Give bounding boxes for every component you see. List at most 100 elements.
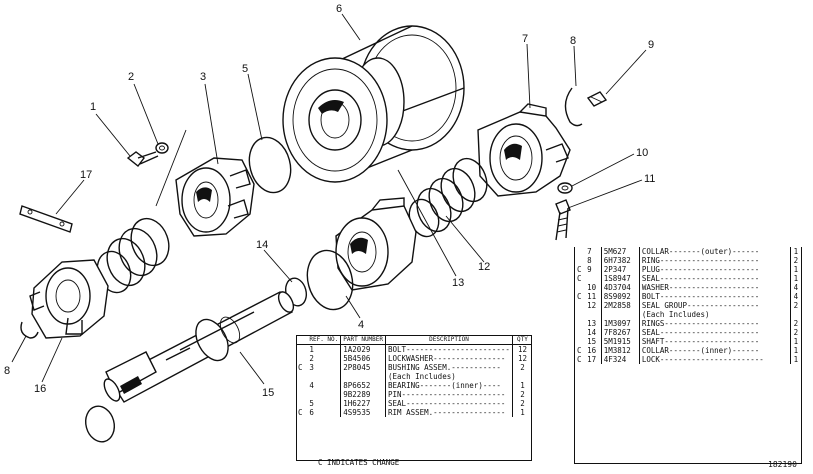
- callout-5: 5: [242, 63, 248, 75]
- part-description: BUSHING ASSEM.-----------: [388, 363, 501, 372]
- part-number: 5M1915: [601, 337, 640, 346]
- ring-right-drawing: [564, 87, 583, 127]
- part-quantity: 1: [789, 346, 801, 355]
- ref-number: [585, 274, 602, 283]
- change-flag: C: [577, 274, 582, 283]
- part-quantity: 4: [789, 292, 801, 301]
- ref-number: 5: [307, 399, 342, 408]
- bushing-assembly-center-drawing: [335, 197, 417, 291]
- part-number: 4D3704: [601, 283, 640, 292]
- ref-number: 6: [307, 408, 342, 417]
- callout-1: 1: [90, 101, 96, 113]
- part-number: 5B4506: [340, 354, 387, 363]
- ref-number: 15: [585, 337, 602, 346]
- change-flag: [296, 390, 307, 399]
- ref-number: 8: [585, 256, 602, 265]
- change-flag: [296, 381, 307, 390]
- part-quantity: 1: [789, 247, 801, 256]
- outer-collar-drawing: [477, 103, 571, 197]
- part-number: 1M3812: [601, 346, 640, 355]
- callout-12: 12: [478, 261, 490, 273]
- qty-col-header: QTY: [511, 335, 532, 345]
- part-quantity: 12: [511, 344, 532, 354]
- callout-16: 16: [34, 383, 46, 395]
- ref-number: 9: [585, 265, 602, 274]
- rim-assembly-drawing: [282, 25, 465, 183]
- change-flag: C: [577, 346, 582, 355]
- part-number: 1A2029: [340, 344, 387, 354]
- part-description: PLUG----------------------: [641, 265, 760, 274]
- part-description: SEAL----------------------: [388, 399, 506, 408]
- change-flag: [296, 399, 307, 408]
- ref-number: [307, 372, 342, 381]
- ref-number: 1: [307, 344, 342, 354]
- part-description: RING----------------------: [641, 256, 760, 265]
- ref-number: 14: [585, 328, 602, 337]
- ref-number: 16: [585, 346, 602, 355]
- part-quantity: 1: [789, 355, 801, 364]
- part-number: 4S9535: [340, 408, 387, 417]
- part-quantity: 1: [789, 337, 801, 346]
- change-flag: C: [577, 265, 582, 274]
- ref-number: 12: [585, 301, 602, 310]
- part-description: SHAFT---------------------: [641, 337, 760, 346]
- change-col-header: [296, 335, 308, 345]
- plug-drawing: [586, 91, 608, 107]
- callout-11: 11: [644, 173, 655, 185]
- ref-col-header: REF. NO.: [307, 335, 342, 345]
- part-quantity: 2: [511, 363, 532, 372]
- leader-lines: [11, 13, 647, 385]
- ref-number: [585, 310, 602, 319]
- ref-number: 17: [585, 355, 602, 364]
- part-quantity: 1: [789, 265, 801, 274]
- change-flag: [296, 372, 307, 381]
- change-flag: C: [298, 363, 303, 372]
- callout-2: 2: [128, 71, 134, 83]
- callout-14: 14: [256, 239, 268, 251]
- part-description: (Each Includes): [388, 372, 456, 381]
- part-description: WASHER--------------------: [641, 283, 760, 292]
- bushing-assembly-upper-drawing: [175, 157, 255, 237]
- part-quantity: 2: [789, 256, 801, 265]
- change-flag: C: [577, 355, 582, 364]
- callout-8-right: 8: [570, 35, 576, 47]
- part-description: LOCKWASHER----------------: [388, 354, 506, 363]
- change-flag: [575, 337, 585, 346]
- part-description: BEARING-------(inner)----: [388, 381, 501, 390]
- part-quantity: 4: [789, 283, 801, 292]
- part-number: 2M2858: [601, 301, 640, 310]
- callout-6: 6: [336, 3, 342, 15]
- part-quantity: 1: [511, 381, 532, 390]
- ref-number: 11: [585, 292, 602, 301]
- part-number: 2P8045: [340, 363, 387, 372]
- part-description: (Each Includes): [641, 310, 710, 319]
- change-flag: [296, 354, 307, 363]
- part-number: 2P347: [601, 265, 640, 274]
- left-list-header: REF. NO. PART NUMBER DESCRIPTION QTY: [296, 335, 532, 345]
- part-number: 1S8947: [601, 274, 640, 283]
- change-flag: [575, 247, 585, 256]
- part-number: 1M3097: [601, 319, 640, 328]
- seal-upper-drawing: [248, 136, 292, 194]
- part-quantity: 2: [789, 328, 801, 337]
- callout-9: 9: [648, 39, 654, 51]
